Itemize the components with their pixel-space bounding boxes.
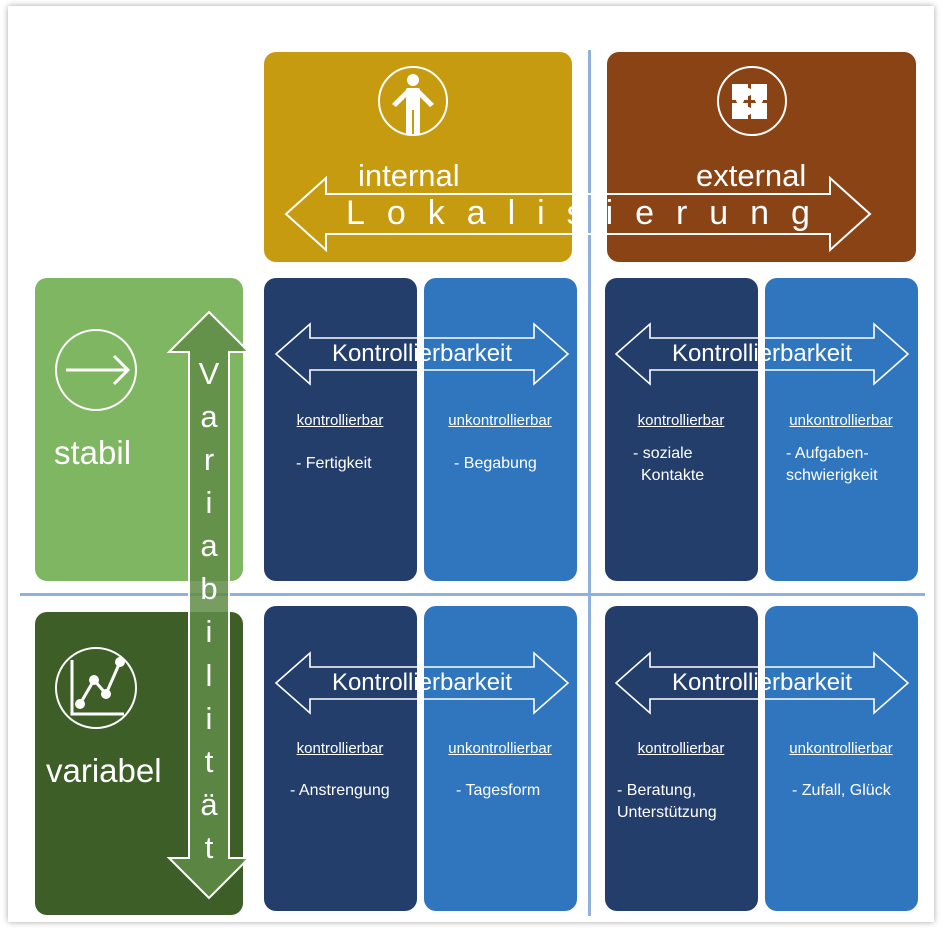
- axis-letter: n: [750, 194, 770, 232]
- axis-letter: i: [205, 700, 213, 736]
- column-label-external: external: [696, 158, 807, 193]
- kontroll-arrow-variabel-external: [614, 651, 910, 715]
- axis-letter: b: [200, 571, 218, 607]
- vertical-divider: [588, 50, 591, 916]
- subhead-controllable: kontrollierbar: [296, 740, 384, 757]
- cell-stabil-external-uncontrollable: [765, 278, 918, 581]
- axis-letter: i: [205, 614, 213, 650]
- axis-letter: g: [790, 194, 810, 232]
- axis-letter: i: [205, 485, 213, 521]
- column-label-internal: internal: [358, 158, 460, 193]
- subhead-uncontrollable: unkontrollierbar: [789, 740, 893, 757]
- axis-letter: l: [205, 657, 213, 693]
- variabilitaet-label: V a r i a b i l i t ä t: [191, 356, 227, 866]
- axis-letter: a: [200, 528, 218, 564]
- horizontal-divider: [20, 593, 925, 596]
- axis-letter: V: [198, 356, 220, 391]
- item-tagesform: - Tagesform: [456, 782, 541, 799]
- axis-letter: t: [204, 829, 214, 865]
- item-zufall-glueck: - Zufall, Glück: [792, 782, 891, 799]
- item-line: Kontakte: [641, 467, 705, 484]
- axis-letter: l: [507, 194, 516, 232]
- subhead-controllable: kontrollierbar: [296, 412, 384, 429]
- arrow-right-icon: [55, 329, 137, 411]
- axis-letter: u: [709, 194, 729, 232]
- kontroll-arrow-stabil-internal: [274, 322, 570, 386]
- lokalisierung-arrow: [284, 175, 872, 253]
- item-aufgabenschwierigkeit: - Aufgaben- schwierigkeit: [786, 443, 878, 487]
- kontrollierbarkeit-label: Kontrollierbarkeit: [671, 340, 853, 367]
- axis-letter: L: [346, 194, 365, 232]
- axis-letter: a: [466, 194, 486, 232]
- column-header-internal: [264, 52, 572, 262]
- axis-letter: ä: [200, 786, 218, 822]
- subhead-uncontrollable: unkontrollierbar: [448, 740, 552, 757]
- axis-letter: s: [566, 194, 584, 232]
- axis-letter: r: [675, 194, 688, 232]
- item-line: - Aufgaben-: [786, 445, 869, 462]
- item-fertigkeit: - Fertigkeit: [296, 455, 372, 472]
- axis-letter: r: [203, 442, 215, 478]
- item-anstrengung: - Anstrengung: [290, 782, 390, 799]
- lokalisierung-label: L o k a l i s i e r u n g: [346, 194, 810, 234]
- item-begabung: - Begabung: [454, 455, 537, 472]
- subhead-controllable: kontrollierbar: [637, 412, 725, 429]
- line-chart-icon: [55, 647, 137, 729]
- subhead-uncontrollable: unkontrollierbar: [448, 412, 552, 429]
- axis-letter: i: [537, 194, 545, 232]
- cell-variabel-internal-controllable: [264, 606, 417, 911]
- variabilitaet-arrow: [166, 310, 252, 900]
- item-line: Unterstützung: [617, 804, 717, 821]
- axis-letter: o: [386, 194, 406, 232]
- item-beratung: - Beratung, Unterstützung: [617, 780, 717, 824]
- cell-stabil-external-controllable: [605, 278, 758, 581]
- item-soziale-kontakte: - soziale Kontakte: [633, 443, 704, 487]
- cell-variabel-internal-uncontrollable: [424, 606, 577, 911]
- axis-letter: e: [635, 194, 654, 232]
- axis-letter: t: [204, 743, 214, 779]
- cell-stabil-internal-uncontrollable: [424, 278, 577, 581]
- puzzle-icon: [717, 66, 787, 136]
- kontroll-arrow-stabil-external: [614, 322, 910, 386]
- axis-letter: a: [200, 399, 218, 435]
- subhead-uncontrollable: unkontrollierbar: [789, 412, 893, 429]
- cell-variabel-external-controllable: [605, 606, 758, 911]
- cell-variabel-external-uncontrollable: [765, 606, 918, 911]
- cell-stabil-internal-controllable: [264, 278, 417, 581]
- item-line: schwierigkeit: [786, 467, 878, 484]
- axis-letter: k: [427, 194, 445, 232]
- item-line: - soziale: [633, 445, 693, 462]
- person-shrug-icon: [378, 66, 448, 136]
- item-line: - Beratung,: [617, 782, 697, 799]
- subhead-controllable: kontrollierbar: [637, 740, 725, 757]
- kontrollierbarkeit-label: Kontrollierbarkeit: [331, 340, 513, 367]
- kontrollierbarkeit-label: Kontrollierbarkeit: [331, 669, 513, 696]
- kontroll-arrow-variabel-internal: [274, 651, 570, 715]
- axis-letter: i: [605, 194, 614, 232]
- row-label-stabil: stabil: [54, 434, 132, 471]
- kontrollierbarkeit-label: Kontrollierbarkeit: [671, 669, 853, 696]
- row-label-variabel: variabel: [46, 752, 162, 789]
